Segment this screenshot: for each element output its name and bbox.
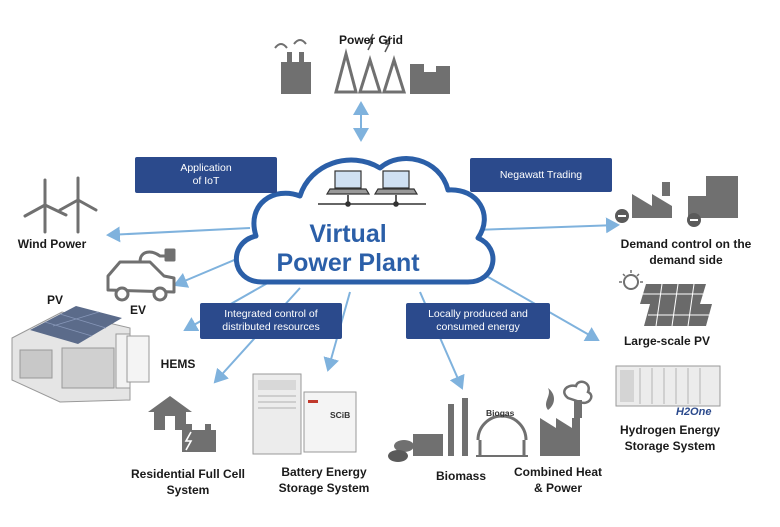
h2one-mark: H2One [676, 406, 712, 418]
house-fuel-cell-icon [148, 396, 216, 452]
hydrogen-storage-illustration [615, 365, 721, 407]
residential-line1: Residential Full Cell [130, 467, 246, 481]
integrated-control-line2: distributed resources [222, 321, 320, 333]
wind-turbine-icon [23, 176, 98, 234]
biogas-tank-icon [476, 414, 528, 457]
hydrogen-line2: Storage System [624, 439, 716, 453]
arrow-demand-control [474, 217, 620, 234]
negawatt-trading-box: Negawatt Trading [470, 158, 612, 192]
vpp-title: Virtual Power Plant [268, 220, 428, 278]
laptop-icon [373, 170, 419, 195]
application-iot-line2: of IoT [192, 175, 220, 187]
pv-label: PV [46, 293, 63, 307]
application-iot-box: Application of IoT [135, 157, 277, 193]
chp-label: Combined Heat & Power [508, 464, 608, 496]
hydrogen-line1: Hydrogen Energy [619, 423, 721, 437]
residential-label: Residential Full Cell System [118, 466, 258, 498]
scib-mark: SCiB [330, 410, 351, 420]
cloud-shape [233, 156, 496, 285]
battery-line2: Storage System [278, 481, 370, 495]
power-grid-icon [274, 33, 450, 94]
integrated-control-box: Integrated control of distributed resour… [200, 303, 342, 339]
battery-line1: Battery Energy [281, 465, 367, 479]
locally-produced-line2: consumed energy [436, 321, 520, 333]
chp-line1: Combined Heat [513, 465, 602, 479]
chp-factory-icon [540, 380, 593, 456]
biomass-icon [388, 398, 468, 462]
ev-car-icon [106, 248, 176, 302]
arrow-wind-power [106, 226, 251, 243]
wind-power-label: Wind Power [17, 237, 87, 251]
biogas-label: Biogas [486, 408, 515, 418]
large-pv-label: Large-scale PV [623, 334, 711, 348]
demand-control-line2: demand side [649, 253, 723, 267]
locally-produced-box: Locally produced and consumed energy [406, 303, 550, 339]
ev-label: EV [129, 303, 146, 317]
locally-produced-line1: Locally produced and [428, 308, 528, 320]
vpp-title-line1: Virtual [309, 220, 387, 248]
biomass-label: Biomass [435, 469, 487, 483]
demand-control-label: Demand control on the demand side [606, 236, 766, 268]
negawatt-trading-label: Negawatt Trading [499, 168, 583, 181]
demand-control-line1: Demand control on the [620, 237, 752, 251]
pv-house-illustration [11, 306, 131, 403]
hydrogen-label: Hydrogen Energy Storage System [606, 422, 734, 454]
solar-panel-icon [619, 270, 712, 327]
application-iot-line1: Application [180, 162, 232, 174]
demand-factory-icon [615, 176, 738, 227]
hems-label: HEMS [160, 357, 196, 371]
battery-cabinet-illustration [252, 373, 357, 455]
power-grid-label: Power Grid [338, 33, 403, 47]
network-line-icon [318, 195, 426, 207]
battery-label: Battery Energy Storage System [262, 464, 386, 496]
hems-device-icon [126, 335, 150, 383]
residential-line2: System [166, 483, 210, 497]
chp-line2: & Power [533, 481, 582, 495]
vpp-title-line2: Power Plant [276, 249, 420, 277]
laptop-icon [325, 170, 371, 195]
integrated-control-line1: Integrated control of [224, 308, 318, 320]
